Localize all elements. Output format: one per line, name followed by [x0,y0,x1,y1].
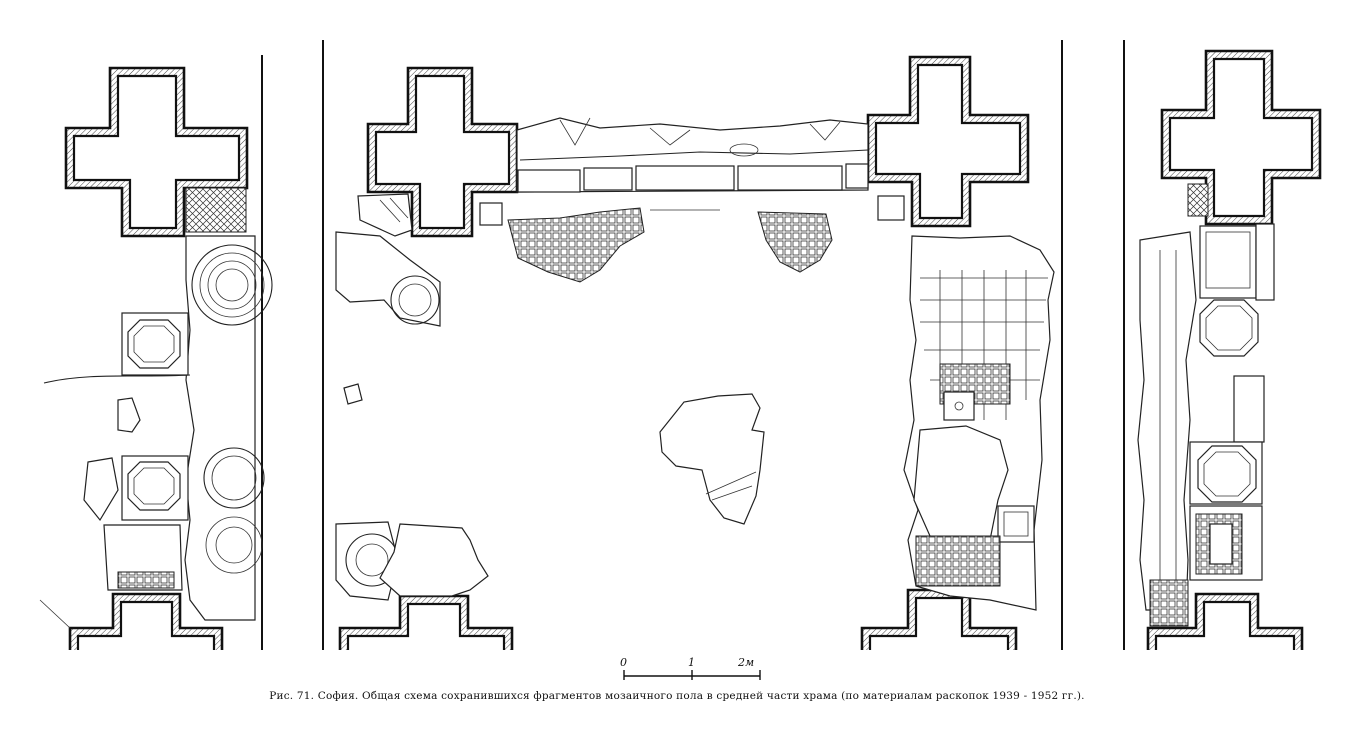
axis-lines [261,40,1125,650]
right-aisle-mosaic [1137,183,1275,627]
scale-bar [623,670,761,680]
central-nave-mosaic [335,117,905,601]
left-aisle-mosaic [39,187,273,629]
right-nave-mosaic [903,235,1055,611]
figure-caption: Рис. 71. София. Общая схема сохранившихс… [269,690,1085,702]
scale-tick-0: 0 [620,656,627,669]
scale-tick-2: 2м [738,656,755,669]
scale-tick-1: 1 [688,656,695,669]
cross-piers-top [64,49,1322,238]
